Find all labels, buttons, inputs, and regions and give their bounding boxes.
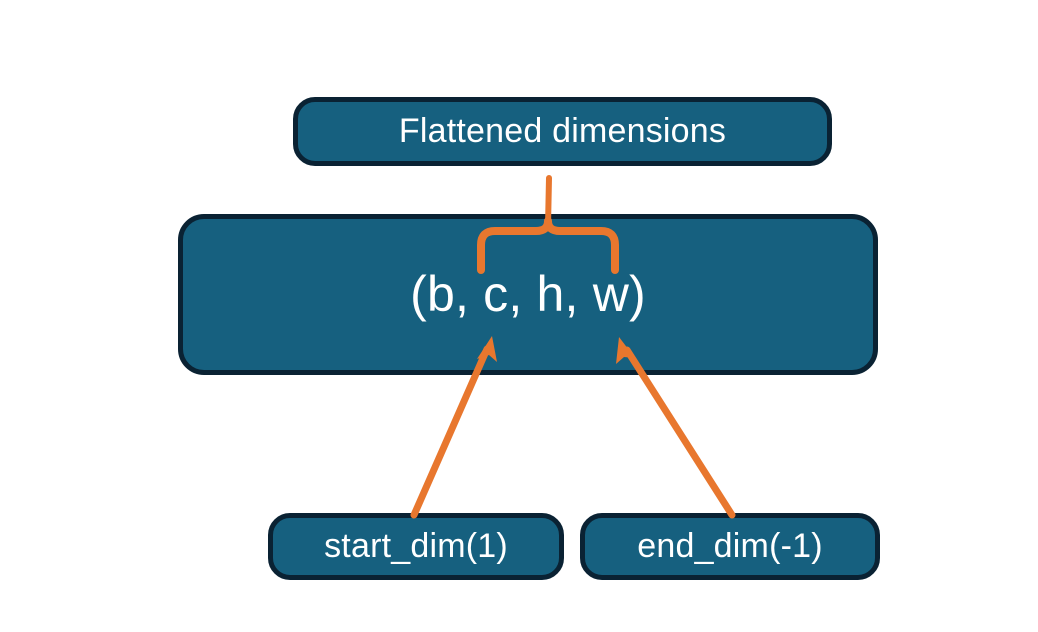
node-tensor-shape-label: (b, c, h, w): [410, 266, 646, 322]
node-end-dim[interactable]: end_dim(-1): [580, 513, 880, 580]
node-start-dim[interactable]: start_dim(1): [268, 513, 564, 580]
node-tensor-shape[interactable]: (b, c, h, w): [178, 214, 878, 375]
node-flattened-dimensions-label: Flattened dimensions: [398, 111, 727, 150]
node-start-dim-label: start_dim(1): [324, 526, 508, 565]
node-end-dim-label: end_dim(-1): [637, 526, 823, 565]
node-flattened-dimensions[interactable]: Flattened dimensions: [293, 97, 832, 166]
